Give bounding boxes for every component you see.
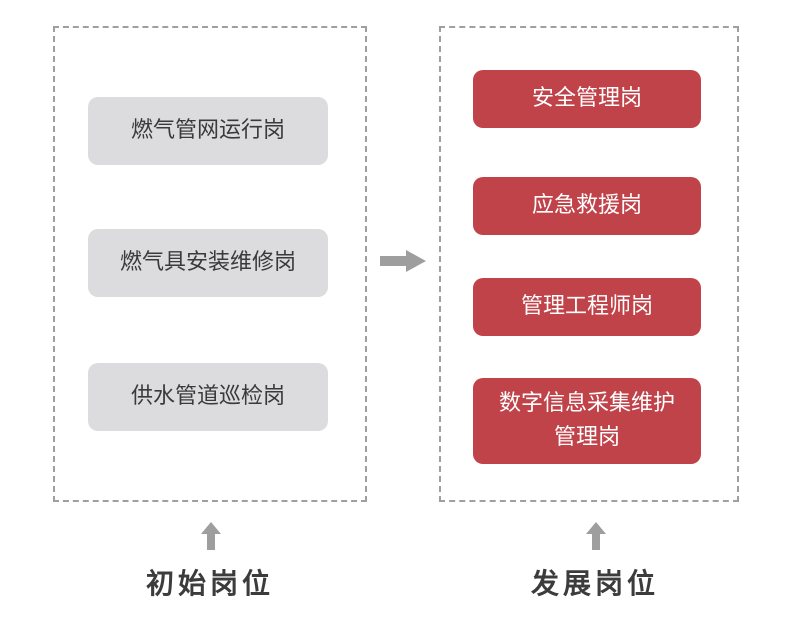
- development-positions-panel: [439, 26, 739, 502]
- development-position-digital-info: 数字信息采集维护管理岗: [473, 378, 701, 464]
- right-arrow-icon: [380, 250, 426, 272]
- initial-position-water-pipe: 供水管道巡检岗: [88, 363, 328, 431]
- initial-position-gas-appliance: 燃气具安装维修岗: [88, 229, 328, 297]
- development-position-emergency-rescue: 应急救援岗: [473, 177, 701, 235]
- initial-positions-label: 初始岗位: [145, 567, 274, 600]
- development-positions-label: 发展岗位: [530, 567, 659, 600]
- up-arrow-icon: [201, 522, 221, 550]
- initial-positions-panel: [53, 26, 367, 502]
- development-position-management-engineer: 管理工程师岗: [473, 278, 701, 336]
- initial-position-gas-network: 燃气管网运行岗: [88, 97, 328, 165]
- up-arrow-icon: [586, 522, 606, 550]
- development-position-safety-management: 安全管理岗: [473, 70, 701, 128]
